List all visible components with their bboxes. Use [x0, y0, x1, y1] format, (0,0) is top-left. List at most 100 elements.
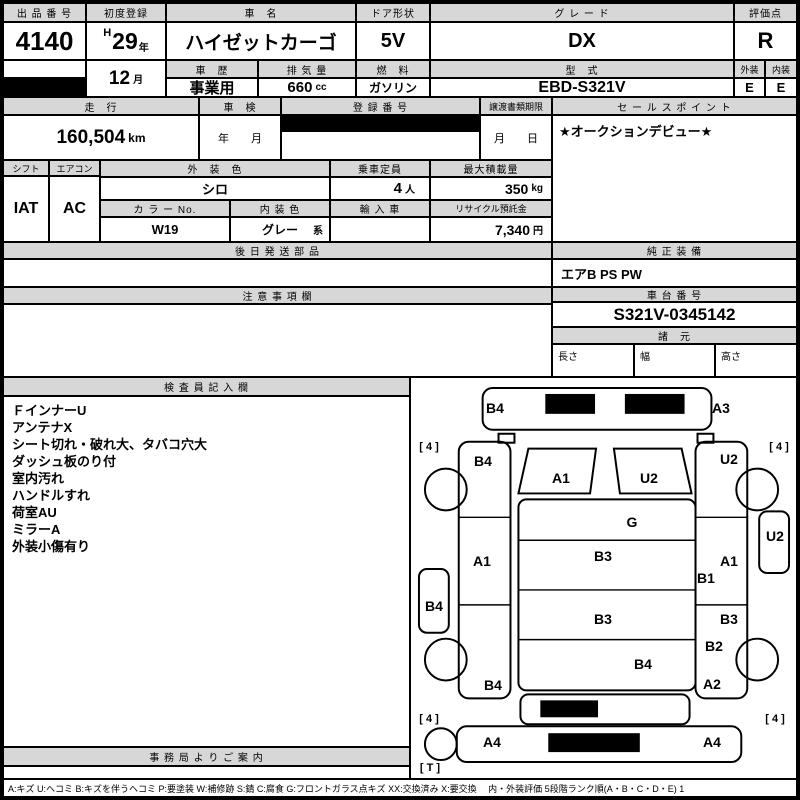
damage-mark: U2 — [720, 451, 738, 467]
recycle-deposit-number: 7,340 — [494, 221, 530, 238]
interior-color-header: 内 装 色 — [230, 200, 330, 217]
damage-mark: G — [626, 514, 638, 530]
damage-mark: A2 — [703, 676, 721, 692]
month-unit: 月 — [133, 75, 144, 86]
model-header: 型 式 — [430, 60, 734, 78]
damage-mark: [ T ] — [419, 762, 441, 774]
inspector-note: 荷室AU — [12, 505, 57, 520]
damage-mark: A4 — [483, 734, 501, 750]
damage-mark: B3 — [594, 611, 612, 627]
damage-mark: A1 — [720, 553, 738, 569]
grade-value: DX — [430, 22, 734, 60]
displacement-number: 660 — [287, 79, 313, 96]
inspector-note: ハンドルすれ — [12, 488, 91, 503]
damage-mark: B1 — [697, 570, 715, 586]
import-value — [330, 217, 430, 242]
exterior-color-header: 外 装 色 — [100, 160, 330, 177]
displacement-unit: cc — [315, 82, 327, 93]
aircon-value: AC — [49, 176, 100, 242]
era-mark: H — [103, 27, 112, 39]
mileage-value: 160,504 km — [3, 115, 199, 160]
damage-mark: [ 4 ] — [765, 713, 785, 725]
import-header: 輸 入 車 — [330, 200, 430, 217]
grade-header: グ レ ー ド — [430, 3, 734, 22]
color-number-header: カ ラ ー No. — [100, 200, 230, 217]
inspector-note: ミラーA — [12, 522, 61, 537]
car-name-value: ハイゼットカーゴ — [166, 22, 356, 60]
interior-score-header: 内装 — [765, 60, 797, 78]
redacted-plate-bar — [282, 116, 479, 132]
damage-mark: A3 — [712, 400, 730, 416]
exterior-color-value: シロ — [100, 177, 330, 200]
capacity-number: 4 — [393, 180, 402, 197]
damage-mark: A4 — [703, 734, 721, 750]
damage-mark: B2 — [705, 638, 723, 654]
first-registration-header: 初度登録 — [86, 3, 166, 22]
capacity-header: 乗車定員 — [330, 160, 430, 177]
interior-score-value: E — [765, 78, 797, 97]
equipment-value: エアB PS PW — [552, 259, 797, 287]
damage-mark: A1 — [552, 470, 570, 486]
mileage-header: 走 行 — [3, 97, 199, 115]
recycle-deposit-header: リサイクル預託金 — [430, 200, 552, 217]
length-cell: 長さ — [552, 344, 634, 377]
car-name-header: 車 名 — [166, 3, 356, 22]
height-label: 高さ — [721, 352, 741, 363]
later-parts-area — [3, 259, 552, 287]
mileage-unit: km — [128, 130, 146, 145]
length-label: 長さ — [558, 352, 578, 363]
inspector-note: シート切れ・破れ大、タバコ穴大 — [12, 437, 208, 452]
inspector-note: 室内汚れ — [12, 471, 65, 486]
registration-year: 29 — [112, 27, 138, 54]
damage-mark: A1 — [473, 553, 491, 569]
inspection-value: 年 月 — [199, 115, 281, 160]
score-value: R — [734, 22, 797, 60]
history-header: 車 歴 — [166, 60, 258, 78]
max-load-header: 最大積載量 — [430, 160, 552, 177]
damage-mark: B4 — [425, 598, 443, 614]
capacity-value: 4 人 — [330, 177, 430, 200]
fuel-header: 燃 料 — [356, 60, 430, 78]
damage-mark: B3 — [720, 611, 738, 627]
transfer-deadline-value: 月 日 — [480, 115, 552, 160]
damage-mark: B4 — [486, 400, 504, 416]
office-area — [3, 766, 410, 779]
door-shape-header: ドア形状 — [356, 3, 430, 22]
registration-number-header: 登 録 番 号 — [281, 97, 480, 115]
damage-mark: U2 — [640, 470, 658, 486]
damage-mark: B4 — [474, 453, 492, 469]
lot-number-value: 4140 — [3, 22, 86, 60]
inspector-note: アンテナX — [12, 420, 73, 435]
chassis-number-value: S321V-0345142 — [552, 302, 797, 327]
equipment-header: 純 正 装 備 — [552, 242, 797, 259]
height-cell: 高さ — [715, 344, 797, 377]
lot-number-header: 出 品 番 号 — [3, 3, 86, 22]
exterior-score-header: 外装 — [734, 60, 765, 78]
lot-black-cell — [3, 78, 86, 97]
lot-empty-cell — [3, 60, 86, 78]
color-number-value: W19 — [100, 217, 230, 242]
inspector-note: ダッシュ板のり付 — [12, 454, 117, 469]
damage-mark: B4 — [634, 656, 652, 672]
inspection-header: 車 検 — [199, 97, 281, 115]
max-load-unit: kg — [531, 183, 543, 194]
width-label: 幅 — [640, 352, 650, 363]
shift-header: シフト — [3, 160, 49, 176]
damage-mark: B4 — [484, 677, 502, 693]
damage-mark: [ 4 ] — [419, 441, 439, 453]
sales-point-text: ★オークションデビュー★ — [559, 124, 713, 139]
office-header: 事 務 局 よ り ご 案 内 — [3, 747, 410, 766]
aircon-header: エアコン — [49, 160, 100, 176]
displacement-header: 排 気 量 — [258, 60, 356, 78]
inspector-note: 外装小傷有り — [12, 539, 91, 554]
damage-mark: [ 4 ] — [769, 441, 789, 453]
interior-color-text: グレー — [261, 223, 298, 237]
exterior-score-value: E — [734, 78, 765, 97]
capacity-unit: 人 — [405, 185, 415, 196]
max-load-number: 350 — [504, 180, 529, 197]
damage-mark: B3 — [594, 548, 612, 564]
sales-point-header: セ ー ル ス ポ イ ン ト — [552, 97, 797, 115]
inspector-notes: ＦインナーU アンテナX シート切れ・破れ大、タバコ穴大 ダッシュ板のり付 室内… — [3, 396, 410, 747]
